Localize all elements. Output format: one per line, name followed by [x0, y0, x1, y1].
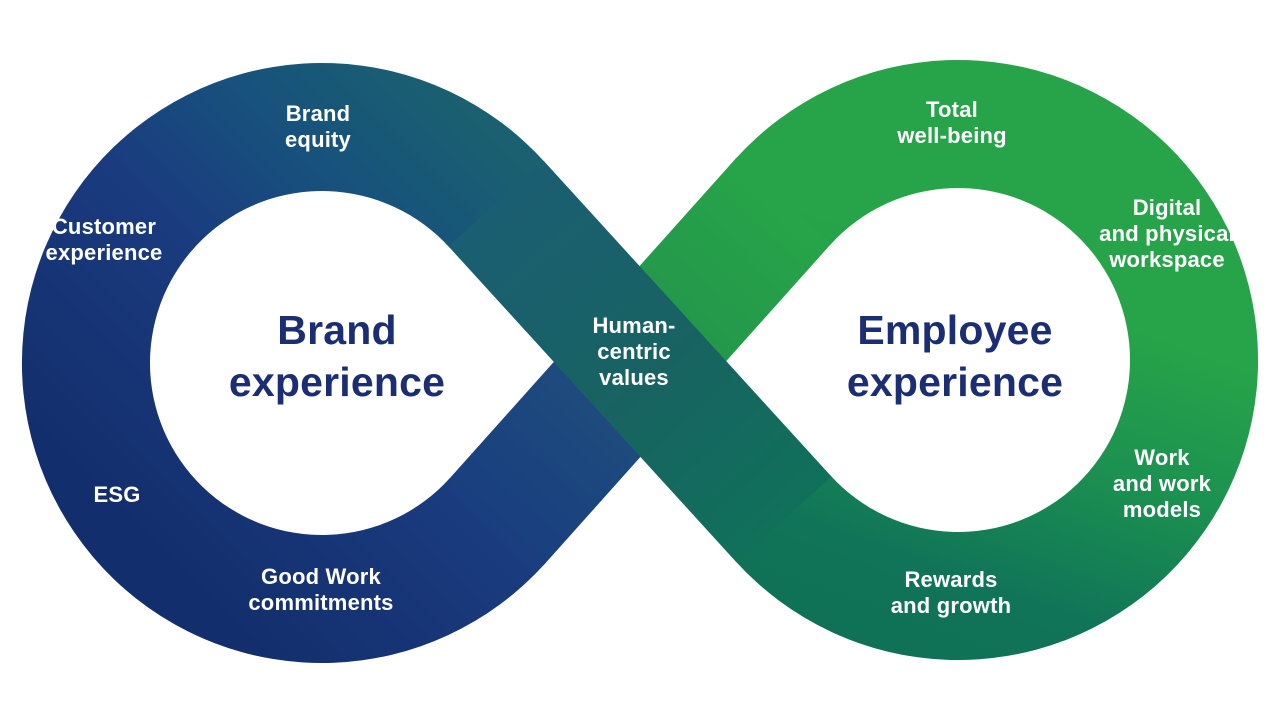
left-ring-segment [21, 63, 545, 663]
label-customer-experience: Customer experience [45, 214, 163, 265]
label-good-work-commitments: Good Work commitments [248, 564, 394, 615]
label-human-centric-values: Human- centric values [592, 313, 676, 390]
employee-experience-title: Employee experience [846, 307, 1064, 405]
label-total-well-being: Total well-being [897, 97, 1007, 148]
right-ring-segment [735, 60, 1259, 661]
label-work-and-work-models: Work and work models [1112, 445, 1212, 522]
label-esg: ESG [93, 482, 141, 507]
label-brand-equity: Brand equity [285, 101, 351, 152]
label-rewards-and-growth: Rewards and growth [890, 567, 1012, 618]
over-crossing-band [448, 160, 832, 563]
label-digital-physical-workspace: Digital and physical workspace [1099, 195, 1235, 272]
brand-experience-title: Brand experience [228, 307, 446, 405]
